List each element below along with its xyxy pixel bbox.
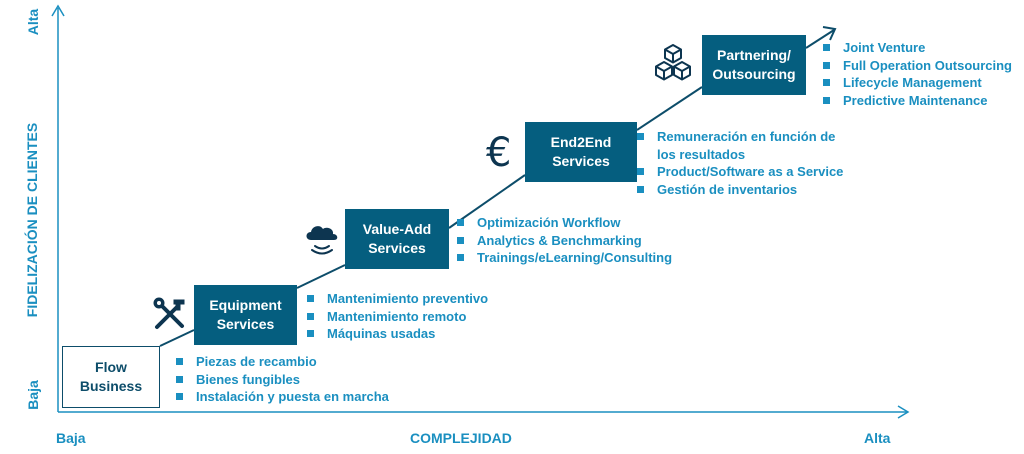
stage-title-line1: Flow: [95, 359, 127, 375]
stage-items-end2end-services: Remuneración en función de los resultado…: [637, 128, 843, 198]
list-item: Analytics & Benchmarking: [457, 232, 672, 250]
list-item: Predictive Maintenance: [823, 92, 1012, 110]
x-axis-title: COMPLEJIDAD: [410, 430, 512, 446]
list-item: Product/Software as a Service: [637, 163, 843, 181]
y-axis-low-label: Baja: [25, 380, 41, 410]
list-item: Trainings/eLearning/Consulting: [457, 249, 672, 267]
stage-title-line1: Value-Add: [362, 221, 432, 237]
stage-items-partnering-outsourcing: Joint Venture Full Operation Outsourcing…: [823, 39, 1012, 109]
list-item: Mantenimiento remoto: [307, 308, 488, 326]
list-item: Optimización Workflow: [457, 214, 672, 232]
stage-title-line2: Outsourcing: [712, 66, 796, 82]
list-item: Piezas de recambio: [176, 353, 389, 371]
euro-icon: €: [486, 130, 512, 176]
x-axis-arrow: [897, 405, 910, 419]
list-item: Bienes fungibles: [176, 371, 389, 389]
list-item: Gestión de inventarios: [637, 181, 843, 199]
cubes-icon: [655, 44, 691, 81]
list-item: Lifecycle Management: [823, 74, 1012, 92]
list-item: Remuneración en función de: [637, 128, 843, 146]
stage-title-line1: Partnering/: [717, 47, 791, 63]
stage-title-line1: End2End: [550, 134, 612, 150]
stage-title-line2: Business: [79, 378, 143, 394]
list-item: Full Operation Outsourcing: [823, 57, 1012, 75]
stage-items-flow-business: Piezas de recambio Bienes fungibles Inst…: [176, 353, 389, 406]
list-item: Joint Venture: [823, 39, 1012, 57]
list-item-continuation: los resultados: [657, 146, 746, 162]
cloud-signal-icon: [306, 226, 338, 255]
y-axis-arrow: [51, 4, 65, 17]
y-axis-high-label: Alta: [25, 8, 41, 36]
stage-items-value-add-services: Optimización Workflow Analytics & Benchm…: [457, 214, 672, 267]
stage-title-line2: Services: [552, 153, 610, 169]
x-axis-low-label: Baja: [56, 430, 86, 446]
stage-items-equipment-services: Mantenimiento preventivo Mantenimiento r…: [307, 290, 488, 343]
stage-title-line1: Equipment: [209, 297, 282, 313]
list-item: Instalación y puesta en marcha: [176, 388, 389, 406]
stage-title-line2: Services: [368, 240, 426, 256]
x-axis-high-label: Alta: [864, 430, 891, 446]
y-axis-title: FIDELIZACIÓN DE CLIENTES: [24, 122, 40, 318]
stage-box-partnering-outsourcing: Partnering/Outsourcing: [702, 35, 806, 95]
tools-icon: [153, 297, 185, 329]
stage-title-line2: Services: [216, 316, 275, 332]
list-item: Máquinas usadas: [307, 325, 488, 343]
list-item: Mantenimiento preventivo: [307, 290, 488, 308]
